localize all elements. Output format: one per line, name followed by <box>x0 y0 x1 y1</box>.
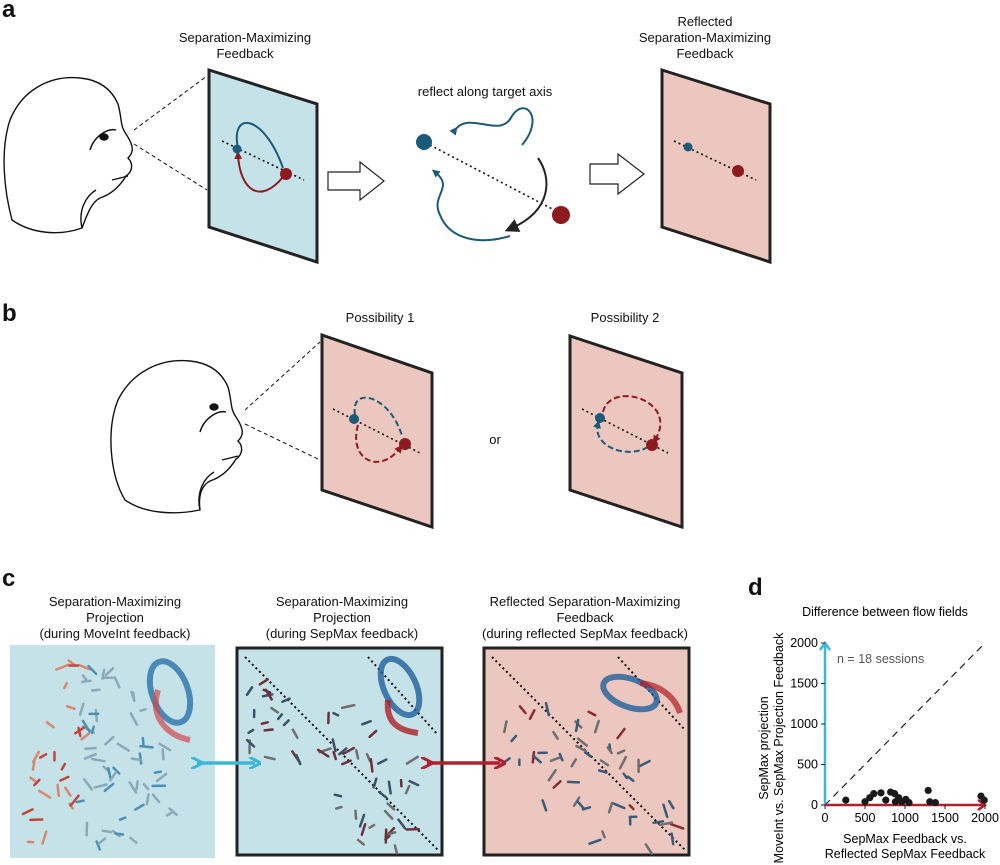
flow-vector <box>92 727 94 733</box>
data-point <box>981 797 988 804</box>
panel-c-title-2: Separation-Maximizing Projection (during… <box>237 594 447 642</box>
flow-vector <box>163 749 164 759</box>
diagonal-line <box>825 643 985 805</box>
y-axis-label-1: SepMax projection <box>757 696 771 800</box>
y-tick-label: 1000 <box>790 717 818 731</box>
flow-vector <box>103 831 111 832</box>
x-tick-label: 1500 <box>931 811 959 825</box>
panel-a-diagram <box>0 0 1000 300</box>
data-point <box>925 787 932 794</box>
flow-vector <box>335 795 341 797</box>
data-point <box>877 789 884 796</box>
x-axis-label-1: SepMax Feedback vs. <box>843 832 967 846</box>
right-arrow-icon <box>328 162 384 200</box>
reflection-diagram <box>416 108 570 240</box>
flow-vector <box>92 690 99 691</box>
flow-vector <box>262 722 268 723</box>
panel-d-scatter-chart: Difference between flow fields SepMax pr… <box>740 573 1000 863</box>
possibility-2-screen <box>570 336 682 527</box>
flow-vector <box>143 738 144 746</box>
flow-vector <box>568 782 579 783</box>
right-arrow-icon <box>590 154 644 194</box>
panel-letter-c: c <box>2 565 15 593</box>
x-tick-label: 0 <box>822 811 829 825</box>
flow-vector <box>371 759 372 771</box>
flow-vector <box>137 781 138 789</box>
sepmax-feedback-screen <box>209 70 317 262</box>
flow-field-reflected <box>484 648 689 855</box>
x-tick-label: 500 <box>855 811 876 825</box>
x-axis-label-2: Reflected SepMax Feedback <box>825 847 986 861</box>
x-tick-label: 2000 <box>971 811 999 825</box>
flow-vector <box>147 794 149 804</box>
data-point <box>870 790 877 797</box>
flow-vector <box>355 811 356 819</box>
flow-vector <box>77 801 84 803</box>
flow-vector <box>654 821 663 822</box>
y-tick-label: 1500 <box>790 677 818 691</box>
y-tick-label: 2000 <box>790 636 818 650</box>
chart-title: Difference between flow fields <box>802 605 968 619</box>
monkey-head-icon <box>111 361 242 513</box>
flow-vector <box>141 709 146 710</box>
flow-vector <box>96 710 97 721</box>
panel-c-title-3: Reflected Separation-Maximizing Feedback… <box>470 594 700 642</box>
data-point <box>905 799 912 806</box>
flow-vector <box>389 782 391 794</box>
flow-vector <box>58 785 59 796</box>
panel-c-title-1: Separation-Maximizing Projection (during… <box>10 594 220 642</box>
y-tick-label: 0 <box>811 798 818 812</box>
data-point <box>882 797 889 804</box>
data-point <box>842 797 849 804</box>
flow-vector <box>133 693 134 699</box>
flow-vector <box>33 762 34 770</box>
n-sessions-label: n = 18 sessions <box>837 652 924 666</box>
flow-vector <box>116 834 123 835</box>
flow-field-sepmax <box>237 648 442 855</box>
flow-vector <box>85 748 95 749</box>
y-tick-label: 500 <box>797 758 818 772</box>
flow-field-moveint <box>10 645 215 858</box>
flow-vector <box>140 746 152 747</box>
reflected-feedback-screen <box>662 70 770 262</box>
flow-vector <box>132 759 142 761</box>
monkey-head-icon <box>4 78 132 233</box>
possibility-1-screen <box>322 335 432 527</box>
x-tick-label: 1000 <box>891 811 919 825</box>
flow-vector <box>356 750 358 758</box>
flow-vector <box>140 753 141 763</box>
flow-vector <box>672 834 673 844</box>
panel-b-diagram <box>0 300 1000 530</box>
flow-vector <box>155 772 161 773</box>
flow-vector <box>265 730 273 731</box>
data-point <box>932 799 939 806</box>
y-axis-label-2: MoveInt vs. SepMax Projection Feedback <box>772 632 786 863</box>
flow-vector <box>336 807 341 809</box>
